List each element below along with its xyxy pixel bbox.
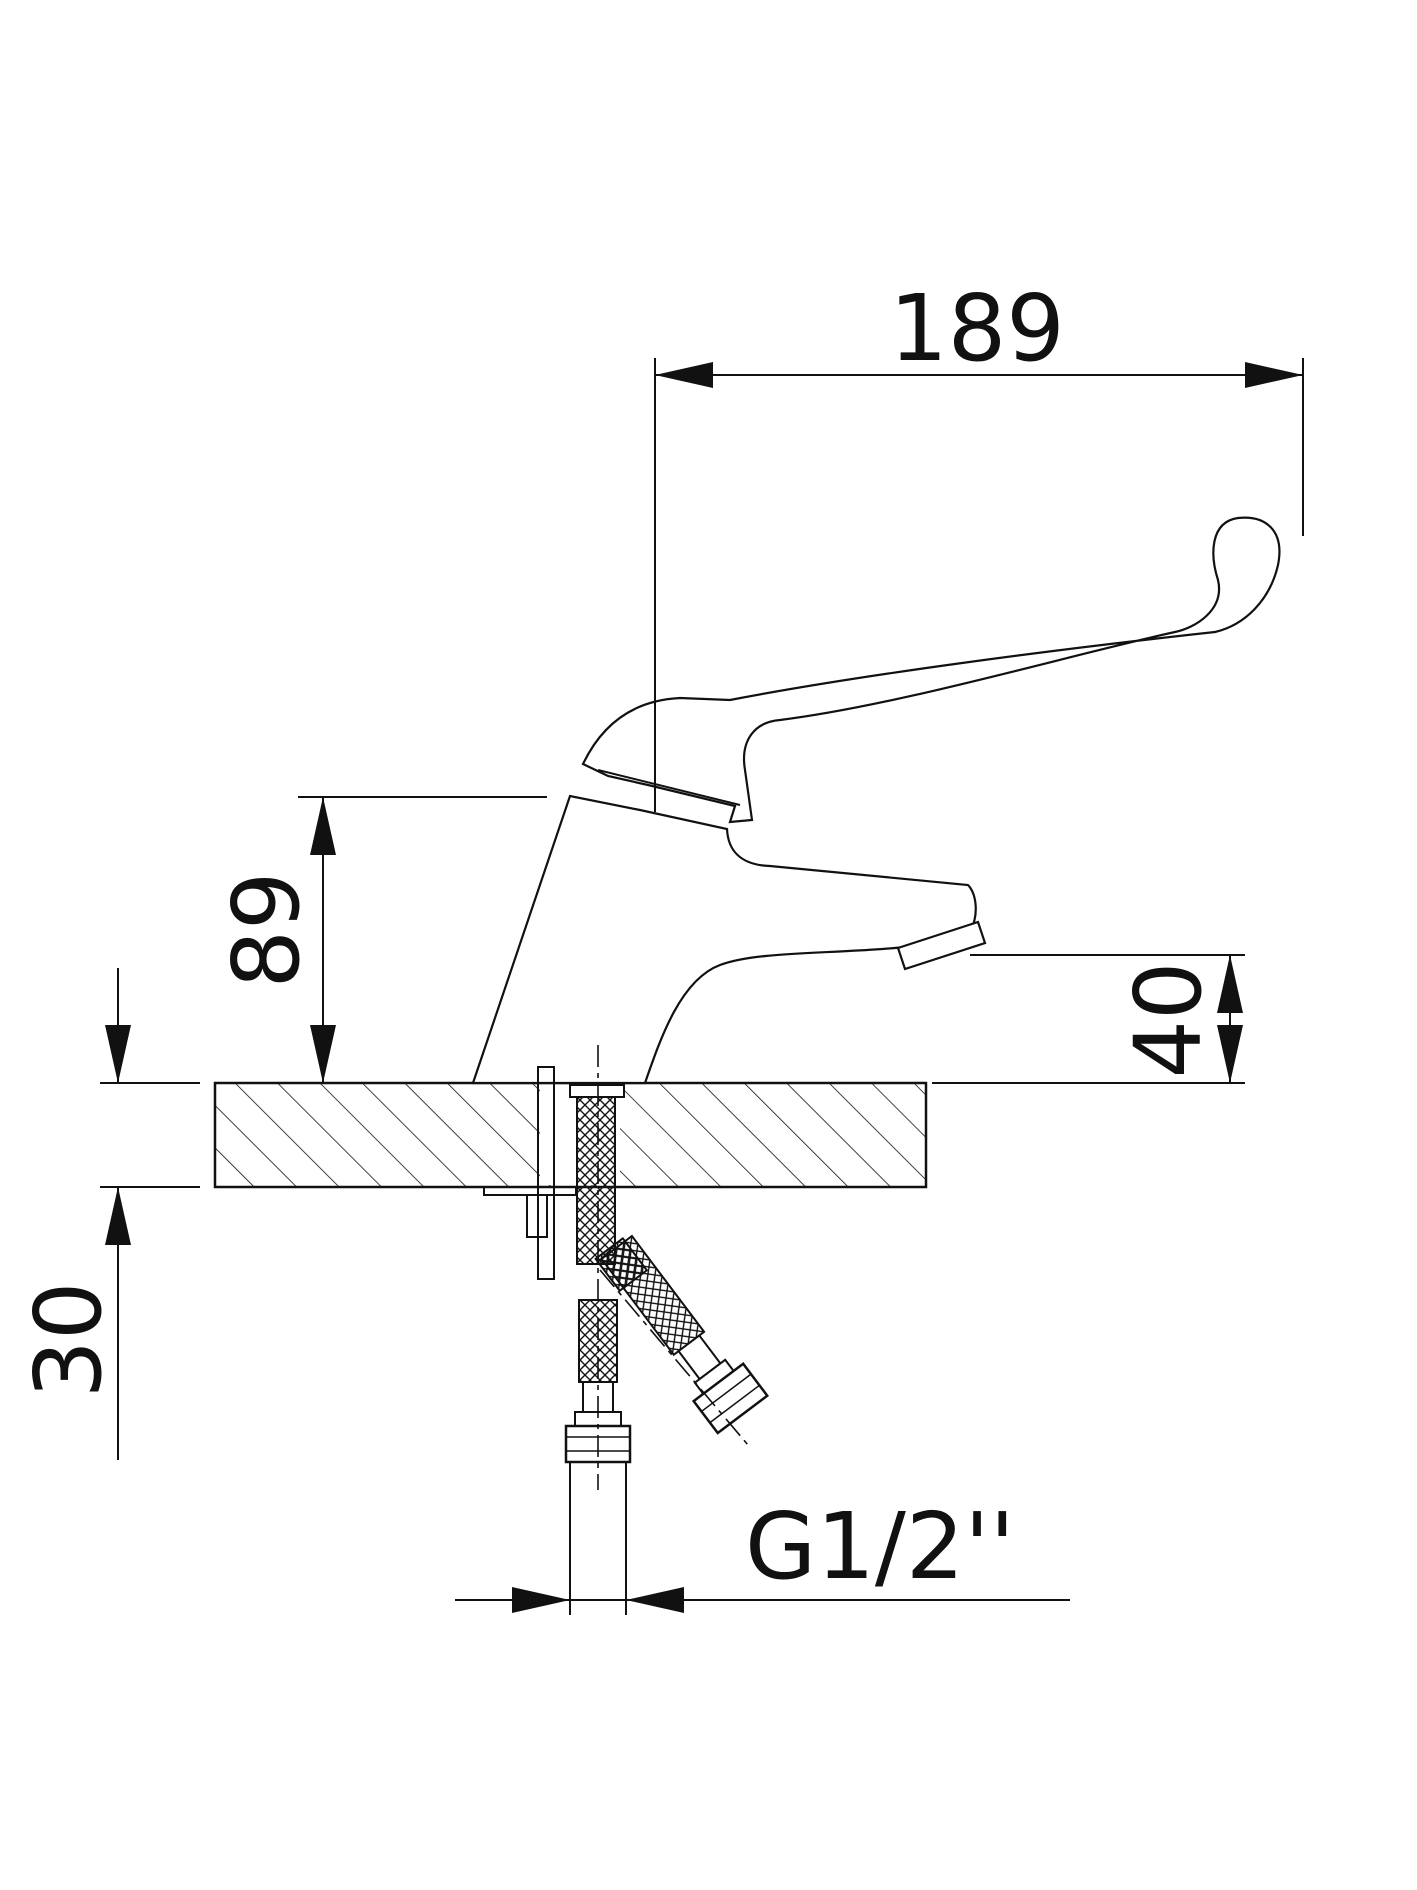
label-lever-reach: 189	[889, 275, 1065, 382]
flex-hoses	[564, 1045, 770, 1490]
dimension-thread-size: G1/2''	[455, 1462, 1070, 1615]
dimension-lever-reach: 189	[654, 275, 1304, 812]
deck-slab	[213, 1081, 928, 1189]
dimension-outlet-clearance: 40	[932, 954, 1245, 1084]
dimension-spout-height: 89	[213, 796, 547, 1083]
label-outlet-clearance: 40	[1115, 961, 1222, 1078]
lever-handle	[581, 516, 1281, 824]
dimension-deck-thickness: 30	[15, 968, 200, 1460]
label-deck-thickness: 30	[15, 1281, 122, 1398]
tap-body	[471, 794, 987, 1085]
label-spout-height: 89	[213, 871, 320, 988]
label-thread-size: G1/2''	[745, 1493, 1015, 1600]
